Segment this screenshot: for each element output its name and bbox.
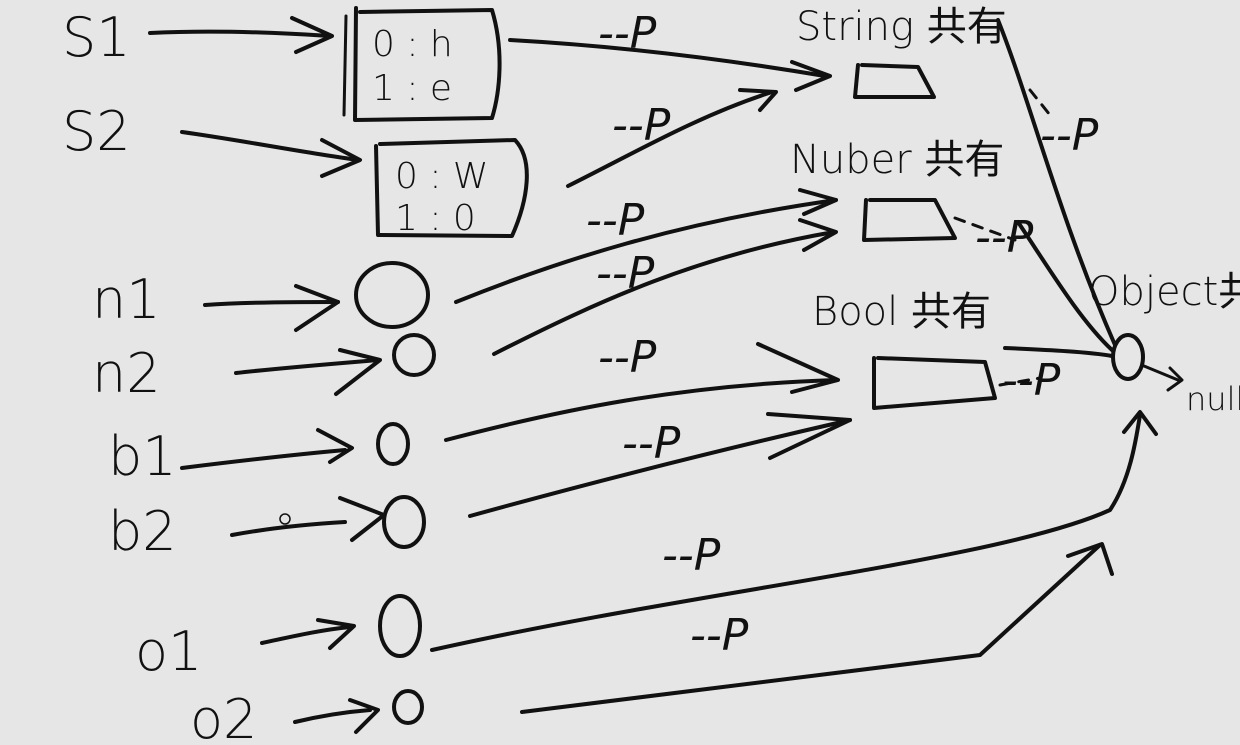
- proto-arrow-s2: [566, 90, 774, 188]
- proto-label-s2: --P: [612, 100, 671, 151]
- var-s2-label: S2: [62, 100, 131, 163]
- object-shared-title: Object共: [1088, 269, 1240, 315]
- proto-arrow-b2: [468, 418, 852, 518]
- proto-arrow-b1: [444, 378, 838, 442]
- arrowhead-n2: [334, 348, 382, 396]
- proto-arrowhead-n2: [798, 218, 838, 252]
- o2-instance: [392, 689, 424, 725]
- var-n1-label: n1: [92, 268, 161, 331]
- s1-row0: 0 : h: [372, 24, 453, 65]
- prototype-arrows: [430, 18, 1184, 714]
- proto-arrowhead-s1: [790, 60, 832, 92]
- arrow-o2: [293, 708, 372, 724]
- proto-label-s1: --P: [598, 8, 657, 59]
- proto-arrow-n2: [492, 230, 836, 356]
- arrowhead-o2: [348, 698, 380, 734]
- number-shared-box: [862, 198, 957, 242]
- proto-arrowhead-s2: [738, 88, 778, 112]
- arrowhead-s2: [320, 138, 362, 178]
- n1-instance: [354, 261, 430, 329]
- s1-row1: 1 : e: [372, 68, 452, 109]
- proto-arrowhead-o1: [1122, 410, 1158, 436]
- s1-box-edge: [342, 14, 348, 117]
- n2-instance: [392, 333, 436, 377]
- proto-arrowhead-b1: [756, 342, 840, 394]
- arrow-s1: [148, 29, 332, 38]
- var-to-instance-arrows: [148, 16, 386, 734]
- arrowhead-b1: [316, 428, 354, 464]
- proto-dash-string: [1028, 88, 1052, 117]
- proto-arrow-bool-to-object: [1003, 346, 1114, 358]
- b1-instance: [376, 422, 410, 466]
- proto-dash-number: [953, 216, 1017, 242]
- string-instance-s1: 0 : h 1 : e: [342, 6, 502, 122]
- string-instance-s2: 0 : W 1 : 0: [374, 138, 529, 239]
- b2-instance: [382, 495, 426, 549]
- proto-label-o1: --P: [662, 530, 721, 581]
- arrow-b2: [230, 520, 347, 537]
- arrowhead-b2: [338, 496, 386, 542]
- proto-label-n1: --P: [586, 195, 645, 246]
- s2-row1: 1 : 0: [395, 198, 476, 239]
- proto-arrow-o2: [520, 543, 1102, 714]
- proto-label-bool: --P: [1002, 355, 1061, 406]
- proto-arrow-string-to-object: [996, 18, 1117, 347]
- proto-label-o2: --P: [690, 610, 749, 661]
- proto-label-n2: --P: [596, 248, 655, 299]
- proto-arrowhead-b2: [766, 412, 852, 460]
- bool-shared-title: Bool 共有: [812, 289, 991, 335]
- object-to-null-arrow: [1142, 364, 1180, 382]
- var-b1-label: b1: [108, 425, 177, 488]
- proto-label-number: --P: [975, 212, 1034, 263]
- proto-label-string: --P: [1040, 110, 1099, 161]
- o1-instance: [378, 594, 422, 658]
- object-to-null-arrowhead: [1166, 366, 1184, 392]
- s1-box: [353, 6, 502, 122]
- proto-arrow-s1: [508, 38, 827, 78]
- string-shared-box: [853, 63, 936, 99]
- string-shared-title: String 共有: [796, 4, 1007, 50]
- number-shared-title: Nuber 共有: [790, 137, 1004, 183]
- var-o1-label: o1: [135, 620, 202, 683]
- var-n2-label: n2: [92, 342, 161, 405]
- var-o2-label: o2: [190, 688, 257, 745]
- var-s1-label: S1: [62, 6, 131, 69]
- proto-arrowhead-n1: [798, 188, 838, 216]
- arrowhead-n1: [294, 284, 340, 332]
- proto-arrow-number-to-object: [1016, 220, 1114, 352]
- proto-arrow-o1: [430, 413, 1142, 652]
- arrow-n1: [203, 300, 340, 307]
- arrowhead-o1: [316, 618, 356, 650]
- bool-shared-box: [872, 356, 997, 410]
- prototype-labels: --P --P --P --P --P --P --P --P --P --P …: [586, 8, 1099, 661]
- primitive-instances: [279, 261, 436, 725]
- stray-dot: [279, 513, 291, 525]
- arrow-n2: [234, 358, 380, 375]
- object-shared-node: [1111, 333, 1145, 381]
- s2-row0: 0 : W: [395, 156, 489, 197]
- arrow-b1: [180, 448, 347, 470]
- var-b2-label: b2: [108, 500, 177, 563]
- proto-dash-bool: [998, 376, 1042, 387]
- arrow-s2: [180, 130, 360, 162]
- proto-label-b2: --P: [622, 418, 681, 469]
- arrowhead-s1: [290, 16, 334, 54]
- null-label: null: [1186, 380, 1240, 418]
- proto-arrowhead-o2: [1066, 542, 1114, 576]
- arrow-o1: [260, 625, 352, 645]
- proto-arrow-n1: [454, 198, 838, 304]
- proto-label-b1: --P: [598, 332, 657, 383]
- s2-box: [374, 138, 529, 238]
